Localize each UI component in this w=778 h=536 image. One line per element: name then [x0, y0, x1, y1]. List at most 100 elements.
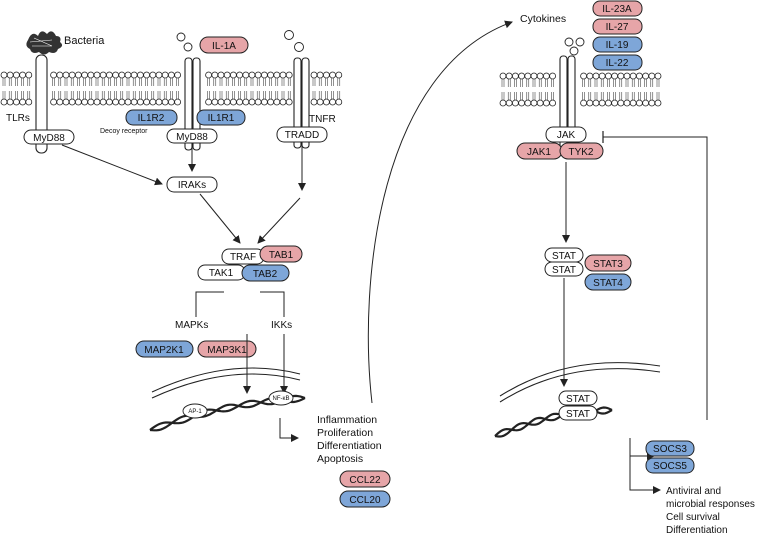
lipid-tail: [151, 78, 155, 86]
lipid-tail: [256, 91, 260, 99]
il22-label: IL-22: [606, 58, 629, 69]
lipid-tail: [600, 92, 604, 100]
lipid-head: [99, 98, 107, 106]
lipid-tail: [325, 78, 328, 86]
il1r-receptor-a: [184, 57, 193, 151]
lipid-tail: [520, 92, 523, 100]
stat-nuclear-box: [558, 405, 598, 421]
lipid-tail: [600, 79, 604, 87]
stat4-label: STAT4: [593, 278, 623, 289]
outcome-text: Antiviral and: [666, 486, 721, 497]
lipid-tail: [551, 79, 554, 87]
lipid-head: [648, 72, 656, 80]
outcome-text: microbial responses: [666, 499, 755, 510]
lipid-tail: [269, 78, 272, 86]
lipid-tail: [213, 91, 217, 99]
lipid-head: [322, 71, 330, 79]
tyk2-label: TYK2: [568, 147, 593, 158]
lipid-head: [598, 72, 606, 80]
lipid-head: [254, 98, 262, 106]
myd88-box-il1r: [166, 128, 218, 144]
lipid-head: [56, 71, 64, 79]
socs-feedback-line: [603, 136, 708, 420]
map2k1-label: MAP2K1: [144, 345, 184, 356]
stat-label: STAT: [552, 265, 576, 276]
lipid-tail: [501, 79, 505, 87]
nuclear-envelope-left: [151, 373, 301, 399]
lipid-head: [530, 72, 538, 80]
lipid-tail: [532, 79, 536, 87]
lipid-tail: [108, 78, 111, 86]
ap1-oval: [182, 403, 208, 419]
lipid-head: [329, 98, 337, 106]
ligand-circle: [294, 42, 304, 52]
lipid-tail: [250, 78, 254, 86]
lipid-tail: [52, 78, 55, 86]
lipid-head: [87, 71, 95, 79]
lipid-head: [93, 71, 101, 79]
lipid-tail: [638, 79, 641, 87]
lipid-tail: [15, 78, 18, 86]
lipid-tail: [275, 78, 279, 86]
lipid-tail: [58, 78, 62, 86]
iraks-label: IRAKs: [178, 180, 206, 191]
lipid-tail: [139, 91, 142, 99]
map2k1-box: [135, 340, 194, 358]
lipid-head: [217, 71, 225, 79]
stat-label: STAT: [552, 251, 576, 262]
lipid-head: [205, 71, 213, 79]
outcome-text: Proliferation: [317, 427, 373, 439]
lipid-head: [136, 71, 144, 79]
lipid-tail: [656, 92, 660, 100]
lipid-tail: [619, 92, 623, 100]
nuclear-envelope-right: [499, 368, 661, 403]
lipid-head: [6, 98, 14, 106]
lipid-tail: [108, 91, 111, 99]
il1r1-label: IL1R1: [208, 113, 235, 124]
ccl20-label: CCL20: [349, 495, 381, 506]
ligand-circle: [569, 46, 579, 56]
outcome-text: Inflammation: [317, 414, 377, 426]
lipid-tail: [139, 78, 142, 86]
lipid-head: [167, 98, 175, 106]
lipid-head: [75, 98, 82, 106]
lipid-head: [654, 72, 662, 80]
lipid-tail: [582, 79, 585, 87]
lipid-head: [118, 71, 126, 79]
lipid-head: [50, 71, 57, 79]
socs5-label: SOCS5: [653, 461, 687, 472]
il23a-label: IL-23A: [602, 4, 632, 15]
map3k1-label: MAP3K1: [207, 345, 247, 356]
output-arrow: [279, 418, 299, 442]
lipid-head: [62, 98, 70, 106]
lipid-tail: [27, 91, 31, 99]
lipid-head: [273, 71, 281, 79]
lipid-head: [68, 98, 76, 106]
lipid-head: [524, 99, 532, 107]
lipid-tail: [170, 91, 173, 99]
lipid-head: [629, 99, 637, 107]
ccl22-box: [339, 470, 391, 488]
jak-label: JAK: [557, 130, 576, 141]
lipid-tail: [145, 78, 148, 86]
il1a-label: IL-1A: [212, 41, 236, 52]
lipid-tail: [244, 78, 248, 86]
jak1-label: JAK1: [527, 147, 551, 158]
lipid-head: [580, 99, 587, 107]
lipid-head: [81, 98, 88, 106]
socs3-label: SOCS3: [653, 444, 687, 455]
lipid-head: [211, 71, 219, 79]
lipid-tail: [225, 91, 229, 99]
lipid-tail: [337, 91, 341, 99]
lipid-tail: [501, 92, 505, 100]
lipid-head: [310, 71, 318, 79]
lipid-head: [167, 71, 175, 79]
lipid-head: [598, 99, 606, 107]
lipid-head: [205, 98, 213, 106]
lipid-tail: [95, 91, 99, 99]
lipid-head: [229, 98, 237, 106]
il27-box: [592, 18, 643, 35]
ligand-circle: [176, 32, 186, 42]
lipid-tail: [232, 91, 235, 99]
lipid-head: [130, 71, 138, 79]
